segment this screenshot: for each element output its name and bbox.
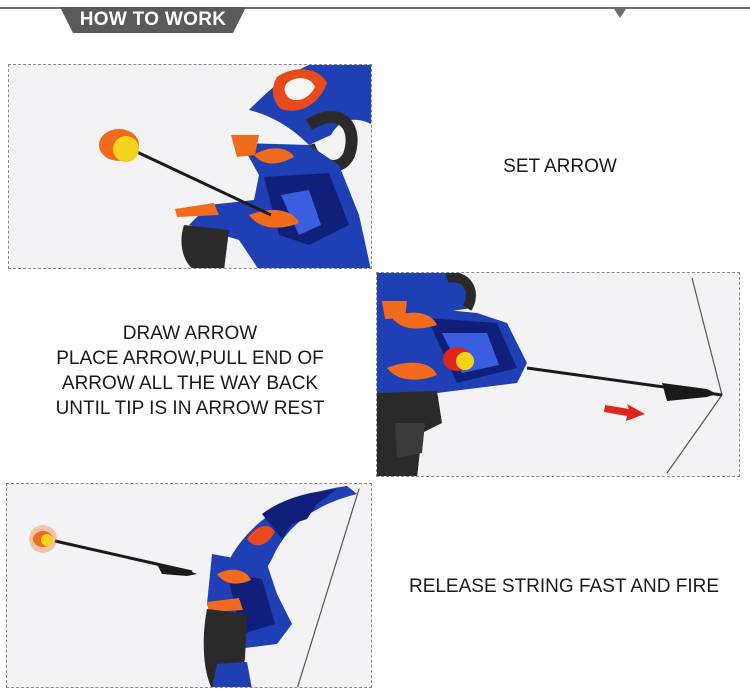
section-header: HOW TO WORK (0, 0, 750, 40)
bow-set-arrow-illustration (99, 65, 371, 268)
header-title: HOW TO WORK (79, 9, 227, 30)
pull-direction-arrow-icon (604, 404, 645, 421)
header-tab (60, 7, 246, 33)
step-2-line-3: ARROW ALL THE WAY BACK (61, 373, 319, 394)
step-3-line-1: RELEASE STRING FAST AND FIRE (408, 576, 720, 597)
step-1-image (8, 64, 372, 269)
step-1-line-1: SET ARROW (503, 156, 617, 177)
step-2-line-4: UNTIL TIP IS IN ARROW REST (55, 398, 325, 419)
step-3-image (6, 483, 372, 688)
step-2-line-2: PLACE ARROW,PULL END OF (56, 348, 324, 369)
step-2-image (376, 272, 740, 477)
step-3-text: RELEASE STRING FAST AND FIRE (386, 574, 742, 599)
header-rule (0, 7, 750, 9)
step-2-line-1: DRAW ARROW (122, 323, 258, 344)
step-1-text: SET ARROW (430, 154, 690, 179)
step-2-text: DRAW ARROW PLACE ARROW,PULL END OF ARROW… (20, 321, 360, 421)
bow-draw-arrow-illustration (377, 273, 723, 476)
header-notch-icon (614, 9, 626, 18)
bow-release-illustration (29, 486, 360, 687)
